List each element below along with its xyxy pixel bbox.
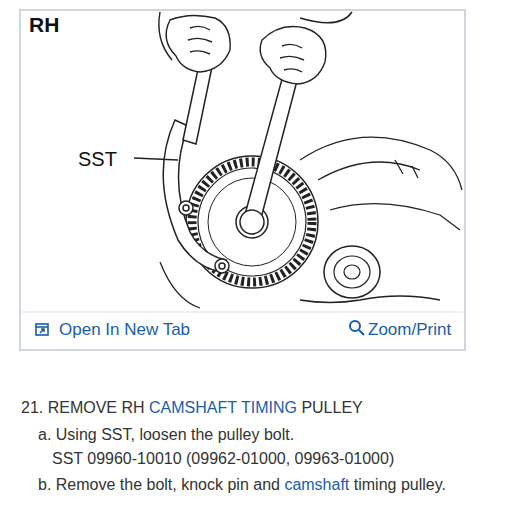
- link-text: Zoom/Print: [368, 320, 451, 340]
- instruction-text: timing pulley.: [354, 476, 446, 493]
- new-tab-icon: [36, 324, 48, 335]
- instruction-line: a. Using SST, loosen the pulley bolt.: [38, 426, 294, 444]
- link-text: CAMSHAFT TIMING: [149, 399, 297, 416]
- separator: [22, 312, 463, 313]
- link-text: camshaft: [284, 476, 349, 493]
- hands: [159, 12, 352, 84]
- instruction-text: b. Remove the bolt, knock pin and: [38, 476, 280, 493]
- timing-pulley: [186, 156, 318, 288]
- view-label: RH: [29, 13, 59, 37]
- leader-line: [134, 158, 178, 160]
- engine-outline: [160, 137, 462, 308]
- instruction-text: 21. REMOVE RH: [21, 399, 145, 416]
- link-text: Open In New Tab: [59, 320, 190, 340]
- figure-panel: RH SST Open In New Tab Zoom/Print: [19, 9, 466, 351]
- instruction-line: SST 09960-10010 (09962-01000, 09963-0100…: [52, 450, 394, 468]
- instruction-line: b. Remove the bolt, knock pin andcamshaf…: [38, 476, 446, 494]
- instruction-text: PULLEY: [301, 399, 362, 416]
- instruction-line: 21. REMOVE RHCAMSHAFT TIMINGPULLEY: [21, 399, 363, 417]
- instruction-text: SST 09960-10010 (09962-01000, 09963-0100…: [52, 450, 394, 467]
- zoom-icon: [350, 321, 364, 335]
- instruction-text: a. Using SST, loosen the pulley bolt.: [38, 426, 294, 443]
- idler-pulley: [324, 246, 380, 298]
- part-label: SST: [78, 148, 117, 171]
